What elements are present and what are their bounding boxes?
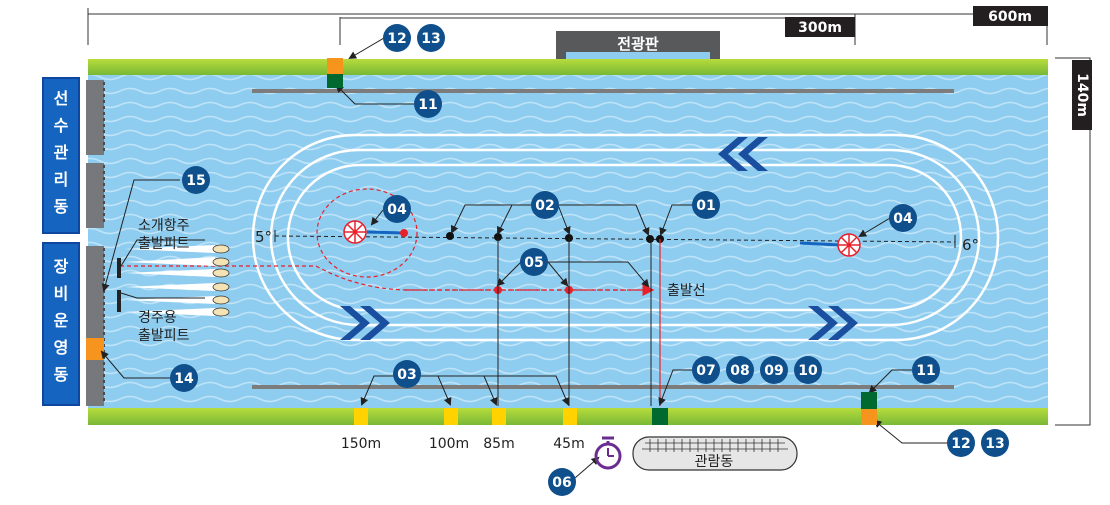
badge-06: 06 [548,468,576,496]
vertical-char: 관 [54,143,69,162]
svg-text:07: 07 [696,363,715,379]
svg-text:14: 14 [174,371,194,387]
marker-07 [652,408,668,425]
svg-text:01: 01 [696,198,715,214]
small-pit-leader [120,239,205,267]
svg-text:10: 10 [798,363,818,379]
angle-right: 6° [962,236,979,254]
start-line-label: 출발선 [667,283,706,299]
svg-text:12: 12 [387,31,406,47]
distance-100: 100m [429,436,469,452]
center-line [274,235,956,243]
badge-13-bottom: 13 [981,429,1009,457]
dimension-300-label: 300m [798,20,842,36]
direction-chevrons-right-b [808,306,858,340]
svg-text:06: 06 [552,475,571,491]
badge-leaders [100,37,948,479]
distance-85: 85m [483,436,514,452]
svg-text:03: 03 [397,367,416,383]
svg-text:13: 13 [985,436,1004,452]
svg-text:12: 12 [951,436,970,452]
vertical-char: 운 [54,311,69,330]
marker-11-bottom [861,392,877,409]
badge-02: 02 [531,191,559,219]
vertical-char: 비 [54,284,69,303]
badge-01: 01 [692,191,720,219]
vertical-char: 리 [54,170,69,189]
svg-text:11: 11 [916,363,935,379]
vertical-char: 동 [54,365,69,384]
svg-text:09: 09 [764,363,783,379]
dimension-140-label: 140m [1074,73,1090,117]
race-track [251,133,1000,342]
marker-14 [86,338,104,360]
distance-150: 150m [341,436,381,452]
svg-text:13: 13 [421,31,440,47]
spectator-hall-label: 관람동 [695,454,734,470]
dimension-600: 600m [973,6,1048,26]
badge-12-bottom: 12 [947,429,975,457]
svg-text:08: 08 [730,363,749,379]
distance-45: 45m [553,436,584,452]
spectator-hall: 관람동 [632,436,798,471]
left-dock [86,80,105,406]
vertical-char: 선 [54,89,69,108]
direction-chevrons-left [718,137,768,171]
race-pit-leader [120,292,205,299]
vertical-char: 영 [54,338,69,357]
vertical-char: 수 [54,116,69,135]
marker-12-top [327,58,343,74]
svg-text:04: 04 [387,202,407,218]
badge-11-bottom: 11 [912,356,940,384]
distance-markers [354,408,577,425]
badge-12-top: 12 [383,24,411,52]
badge-04-right: 04 [889,204,917,232]
svg-text:02: 02 [535,198,554,214]
dimension-140: 140m [1072,60,1092,130]
svg-text:11: 11 [418,97,437,113]
badge-04-left: 04 [383,195,411,223]
dimension-300: 300m [785,17,855,37]
buoys [446,232,664,243]
svg-text:15: 15 [186,173,205,189]
badge-09: 09 [760,356,788,384]
marker-12-bottom [861,409,877,425]
marker-11-top [327,74,343,88]
race-pit-line-1: 경주용 [138,310,177,326]
top-bank [88,59,1048,75]
scoreboard-label: 전광판 [617,35,659,53]
badge-11-top: 11 [414,90,442,118]
bottom-lane-line [252,385,954,389]
badge-05: 05 [520,248,548,276]
reference-lines [497,237,652,406]
badge-13-top: 13 [417,24,445,52]
svg-text:04: 04 [893,211,913,227]
dimension-600-label: 600m [988,9,1032,25]
stopwatch-icon [594,436,622,470]
direction-chevrons-right-a [340,306,390,340]
badge-07: 07 [692,356,720,384]
badge-03: 03 [393,360,421,388]
badge-08: 08 [726,356,754,384]
angle-left: 5° [255,228,272,246]
badge-14: 14 [170,364,198,392]
vertical-char: 동 [54,197,69,216]
race-pit-line-2: 출발피트 [138,328,190,344]
vertical-char: 장 [54,257,69,276]
badge-10: 10 [794,356,822,384]
turn-mark-right [799,233,861,257]
badge-15: 15 [182,166,210,194]
turn-mark-left [316,188,418,278]
small-pit-line-2: 출발피트 [138,236,190,252]
scoreboard: 전광판 [556,31,720,59]
small-pit-line-1: 소개항주 [138,218,190,234]
top-lane-line [252,89,954,93]
svg-text:05: 05 [524,255,543,271]
